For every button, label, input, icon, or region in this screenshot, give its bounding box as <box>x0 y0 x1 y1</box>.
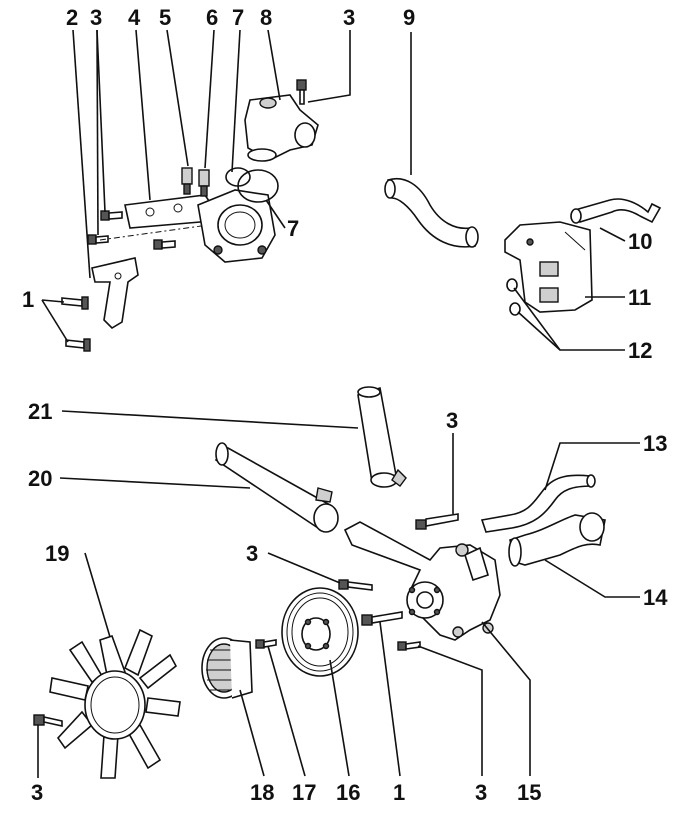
bolt-3-fan <box>33 714 63 727</box>
pipe-20 <box>214 442 339 533</box>
callout-14: 14 <box>643 585 668 610</box>
hose-10 <box>570 198 662 224</box>
callout-21: 21 <box>28 399 52 424</box>
bracket-2 <box>91 257 139 330</box>
o-rings-7 <box>225 167 279 203</box>
seals-12 <box>506 278 521 316</box>
temp-sensors-5-6 <box>181 167 210 197</box>
bolt-1-pump <box>361 611 403 626</box>
pipe-21 <box>357 386 407 488</box>
hose-14 <box>508 512 606 567</box>
callout-17: 17 <box>292 780 316 805</box>
callout-8: 8 <box>260 5 272 30</box>
control-valve-11 <box>504 221 593 313</box>
callout-6: 6 <box>206 5 218 30</box>
callout-3: 3 <box>246 541 258 566</box>
thermostat-cover-8 <box>244 94 319 162</box>
callout-labels: 2 3 4 5 6 7 8 3 9 7 10 1 11 12 21 3 13 2… <box>22 5 668 805</box>
callout-10: 10 <box>628 229 652 254</box>
thermostat-housing <box>197 189 276 263</box>
fan-19 <box>49 628 181 779</box>
callout-11: 11 <box>628 285 651 310</box>
pulley-16 <box>281 587 359 677</box>
bolts-1 <box>61 296 91 352</box>
callout-20: 20 <box>28 466 52 491</box>
bolt-3-top <box>296 79 307 105</box>
callout-1: 1 <box>393 780 405 805</box>
callout-3: 3 <box>90 5 102 30</box>
callout-18: 18 <box>250 780 274 805</box>
callout-16: 16 <box>336 780 360 805</box>
callout-9: 9 <box>403 5 415 30</box>
callout-15: 15 <box>517 780 541 805</box>
bolt-3-pump-bottom <box>397 641 421 651</box>
callout-13: 13 <box>643 431 667 456</box>
hose-9 <box>384 178 479 248</box>
viscous-coupling-18 <box>201 637 253 699</box>
callout-4: 4 <box>128 5 141 30</box>
callout-3: 3 <box>31 780 43 805</box>
hose-13 <box>480 474 596 533</box>
bolts-3-left <box>87 210 176 250</box>
leader-lines <box>37 29 640 778</box>
callout-2: 2 <box>66 5 78 30</box>
bolt-3-pump-left <box>338 579 373 591</box>
callout-3: 3 <box>475 780 487 805</box>
callout-12: 12 <box>628 338 652 363</box>
callout-1: 1 <box>22 287 34 312</box>
bolt-3-pump-top <box>415 513 459 530</box>
bolt-17 <box>255 639 277 649</box>
callout-5: 5 <box>159 5 171 30</box>
callout-3: 3 <box>446 408 458 433</box>
callout-7: 7 <box>232 5 244 30</box>
callout-19: 19 <box>45 541 69 566</box>
callout-7: 7 <box>287 216 299 241</box>
callout-3: 3 <box>343 5 355 30</box>
